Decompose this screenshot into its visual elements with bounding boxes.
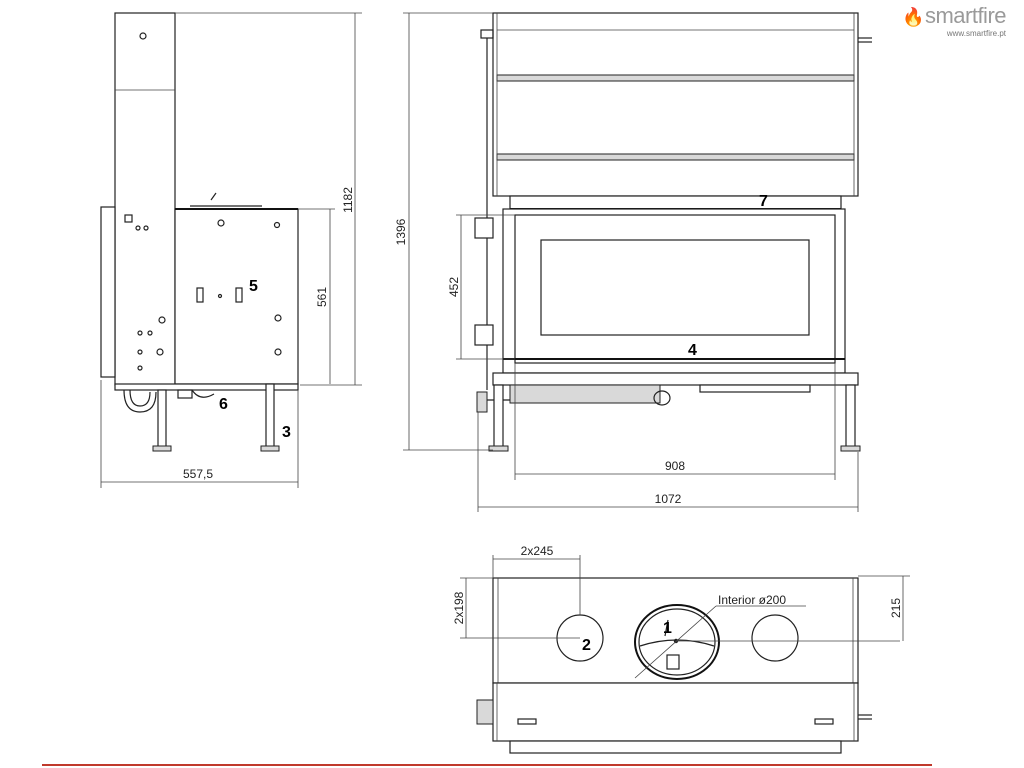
brand-name: smartfire: [924, 3, 1007, 28]
dim-front-height: 1396: [394, 218, 408, 245]
callout-7: 7: [759, 193, 768, 210]
dim-top-spacing-x: 2x245: [521, 544, 554, 558]
callout-2: 2: [582, 637, 591, 654]
callout-3: 3: [282, 424, 291, 441]
front-view: 1396 452 908 1072 7 4: [394, 12, 872, 512]
flame-icon: 🔥: [902, 7, 924, 27]
dim-side-height: 1182: [341, 187, 355, 213]
dim-side-depth: 557,5: [183, 467, 213, 481]
brand-logo: 🔥smartfire www.smartfire.pt: [902, 3, 1007, 39]
callout-1: 1: [663, 620, 672, 637]
dim-front-width: 1072: [655, 492, 682, 506]
flue-note: Interior ø200: [718, 593, 786, 607]
bottom-rule: [42, 764, 932, 766]
dim-front-opening: 908: [665, 459, 685, 473]
callout-5: 5: [249, 278, 258, 295]
dim-side-body: 561: [315, 287, 329, 307]
dim-top-depth: 215: [889, 598, 903, 618]
brand-url: www.smartfire.pt: [946, 29, 1006, 38]
callout-4: 4: [688, 342, 697, 359]
callout-6: 6: [219, 396, 228, 413]
dim-top-spacing-y: 2x198: [452, 591, 466, 624]
dim-front-glass: 452: [447, 277, 461, 297]
top-view: Interior ø200 2x245 2x198 215 1 2: [452, 544, 910, 754]
side-view: 1182 561 557,5 5 6 3: [100, 12, 362, 488]
